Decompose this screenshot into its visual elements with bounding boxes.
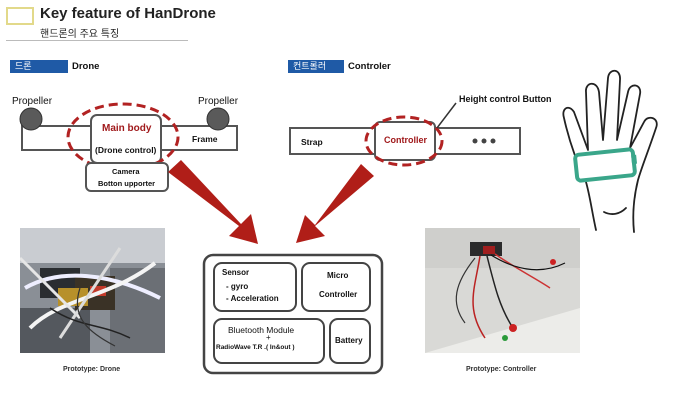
height-button-label: Height control Button (459, 94, 552, 104)
controller-arrow (296, 164, 374, 243)
page-title: Key feature of HanDrone (40, 5, 216, 22)
controller-box (374, 121, 436, 161)
micro-controller-label: Controller (319, 290, 358, 299)
controller-label: Controller (384, 135, 428, 145)
hand-illustration (562, 69, 658, 233)
controller-prototype-photo (425, 228, 580, 353)
battery-label: Battery (335, 336, 363, 345)
sensor-gyro: - gyro (226, 282, 249, 291)
propeller-left-disc (19, 107, 43, 131)
strap-label: Strap (301, 137, 323, 147)
camera-label: Camera (112, 167, 140, 176)
strap-hole (472, 138, 478, 144)
bluetooth-plus: + (266, 333, 271, 342)
controller-tag-label: Controler (348, 61, 391, 72)
drone-prototype-photo (20, 228, 165, 353)
page-subtitle: 핸드론의 주요 특징 (40, 29, 120, 40)
strap-hole (481, 138, 487, 144)
frame-label: Frame (192, 134, 218, 144)
controller-prototype-caption: Prototype: Controller (466, 366, 537, 373)
drone-tag: 드론 (10, 60, 68, 73)
title-divider (6, 40, 188, 41)
title-marker (6, 7, 34, 25)
drone-arrow (168, 160, 258, 244)
drone-control-label: (Drone control) (95, 145, 157, 155)
hand-band-tab (631, 154, 638, 165)
battery-box (329, 318, 371, 364)
bluetooth-box (213, 318, 325, 364)
main-body-label: Main body (102, 123, 152, 134)
drone-tag-label: Drone (72, 61, 100, 72)
hand-controller-band (573, 147, 637, 183)
micro-controller-box (301, 262, 371, 312)
height-button-pointer (436, 102, 457, 129)
radiowave-label: RadioWave T.R .( In&out ) (216, 344, 295, 351)
controller-tag: 컨트롤러 (288, 60, 344, 73)
sensor-acceleration: - Acceleration (226, 294, 279, 303)
controller-highlight (364, 115, 444, 167)
bluetooth-label: Bluetooth Module (228, 325, 295, 335)
camera-supporter-label: Botton upporter (98, 179, 156, 188)
strap-hole (490, 138, 496, 144)
drone-prototype-caption: Prototype: Drone (63, 366, 121, 373)
sensor-title: Sensor (222, 268, 250, 277)
propeller-right-disc (206, 107, 230, 131)
propeller-left-label: Propeller (12, 96, 53, 107)
sensor-box (213, 262, 297, 312)
micro-label: Micro (327, 271, 349, 280)
camera-box (85, 162, 169, 192)
propeller-right-label: Propeller (198, 96, 239, 107)
